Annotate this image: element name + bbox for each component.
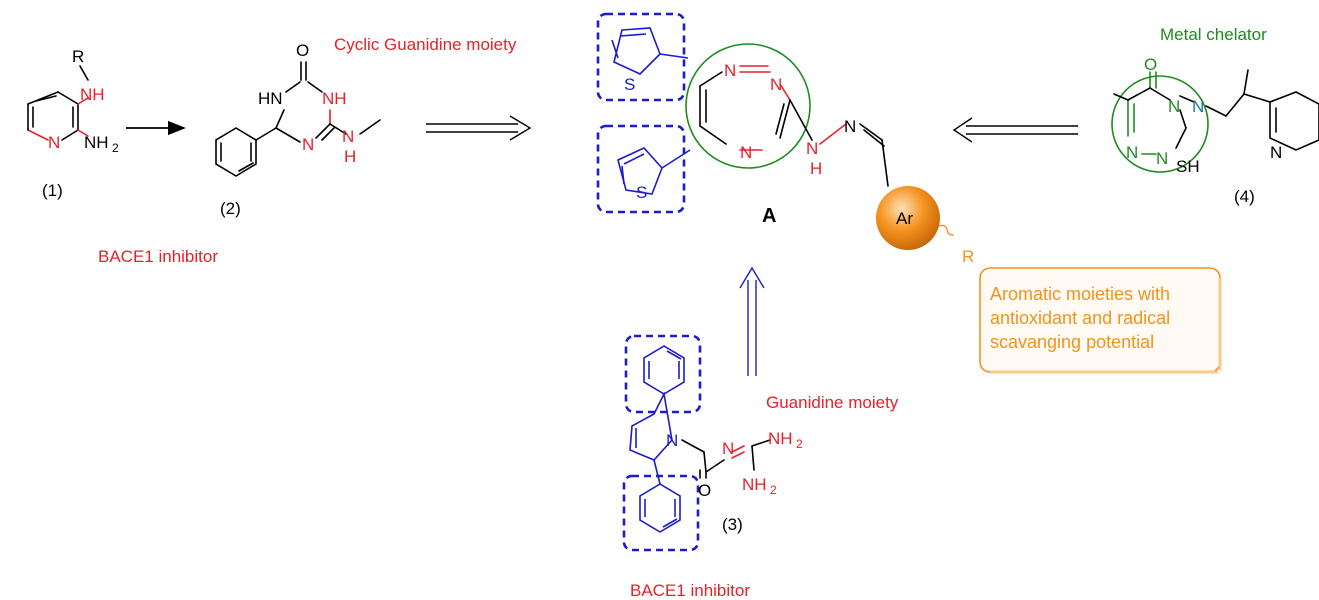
atom-NH2-3b: NH xyxy=(742,475,767,494)
atom-NH2-1-sub: 2 xyxy=(112,141,119,155)
compound-1-structure xyxy=(27,65,89,141)
atom-N-A4: N xyxy=(806,139,818,158)
atom-N-A2: N xyxy=(770,75,782,94)
atom-NH2-3a-sub: 2 xyxy=(796,437,803,451)
aromatic-box-line-1: Aromatic moieties with xyxy=(990,284,1170,304)
compound-1-label: (1) xyxy=(42,181,63,200)
atom-O-2: O xyxy=(296,41,309,60)
aryl-ball xyxy=(876,186,940,250)
cyclic-guanidine-label: Cyclic Guanidine moiety xyxy=(334,35,517,54)
compound-4-label: (4) xyxy=(1234,187,1255,206)
atom-NH2-1: NH xyxy=(84,133,109,152)
retrosynthesis-arrow-right xyxy=(952,117,1078,143)
aromatic-moieties-callout xyxy=(979,267,1222,374)
atom-O-3: O xyxy=(698,481,711,500)
atom-N-3b: N xyxy=(722,439,734,458)
atom-O-4: O xyxy=(1144,55,1157,74)
compound-3-label: (3) xyxy=(722,515,743,534)
bace1-inhibitor-label-bottom: BACE1 inhibitor xyxy=(630,581,750,600)
atom-Ar: Ar xyxy=(896,209,913,228)
atom-N-4d: N xyxy=(1156,149,1168,168)
atom-N-1: N xyxy=(48,133,60,152)
aromatic-box-line-2: antioxidant and radical xyxy=(990,308,1170,328)
atom-HN-2: HN xyxy=(258,89,283,108)
atom-N-A1: N xyxy=(724,61,736,80)
bace1-inhibitor-label-left: BACE1 inhibitor xyxy=(98,247,218,266)
atom-S-bottom: S xyxy=(636,183,647,202)
metal-chelator-label: Metal chelator xyxy=(1160,25,1267,44)
atom-NH2-3b-sub: 2 xyxy=(770,483,777,497)
compound-3-structure xyxy=(622,334,771,552)
compound-4-structure xyxy=(1111,69,1319,173)
atom-N-4e: N xyxy=(1270,143,1282,162)
atom-NH-1: NH xyxy=(80,85,105,104)
atom-NH-2: NH xyxy=(322,89,347,108)
atom-N-2: N xyxy=(302,135,314,154)
atom-N-2b: N xyxy=(342,127,354,146)
retrosynthesis-arrow-bottom xyxy=(739,266,765,376)
guanidine-moiety-label: Guanidine moiety xyxy=(766,393,899,412)
atom-NH2-3a: NH xyxy=(768,429,793,448)
atom-N-A5: N xyxy=(844,117,856,136)
target-A-structure xyxy=(596,12,954,236)
atom-N-A3: N xyxy=(740,143,752,162)
atom-N-4b: N xyxy=(1192,97,1204,116)
target-A-label: A xyxy=(762,205,776,227)
compound-2-label: (2) xyxy=(220,199,241,218)
atom-R-A: R xyxy=(962,247,974,266)
retrosynthesis-arrow-left xyxy=(426,115,532,141)
atom-H-A: H xyxy=(810,159,822,178)
compound-2-structure xyxy=(215,61,381,177)
atom-N-4c: N xyxy=(1126,143,1138,162)
atom-N-3a: N xyxy=(666,431,678,450)
atom-R-1: R xyxy=(72,47,84,66)
atom-N-4a: N xyxy=(1168,97,1180,116)
atom-S-top: S xyxy=(624,75,635,94)
atom-SH-4: SH xyxy=(1176,157,1200,176)
atom-H-2: H xyxy=(344,147,356,166)
aromatic-box-line-3: scavanging potential xyxy=(990,332,1154,352)
